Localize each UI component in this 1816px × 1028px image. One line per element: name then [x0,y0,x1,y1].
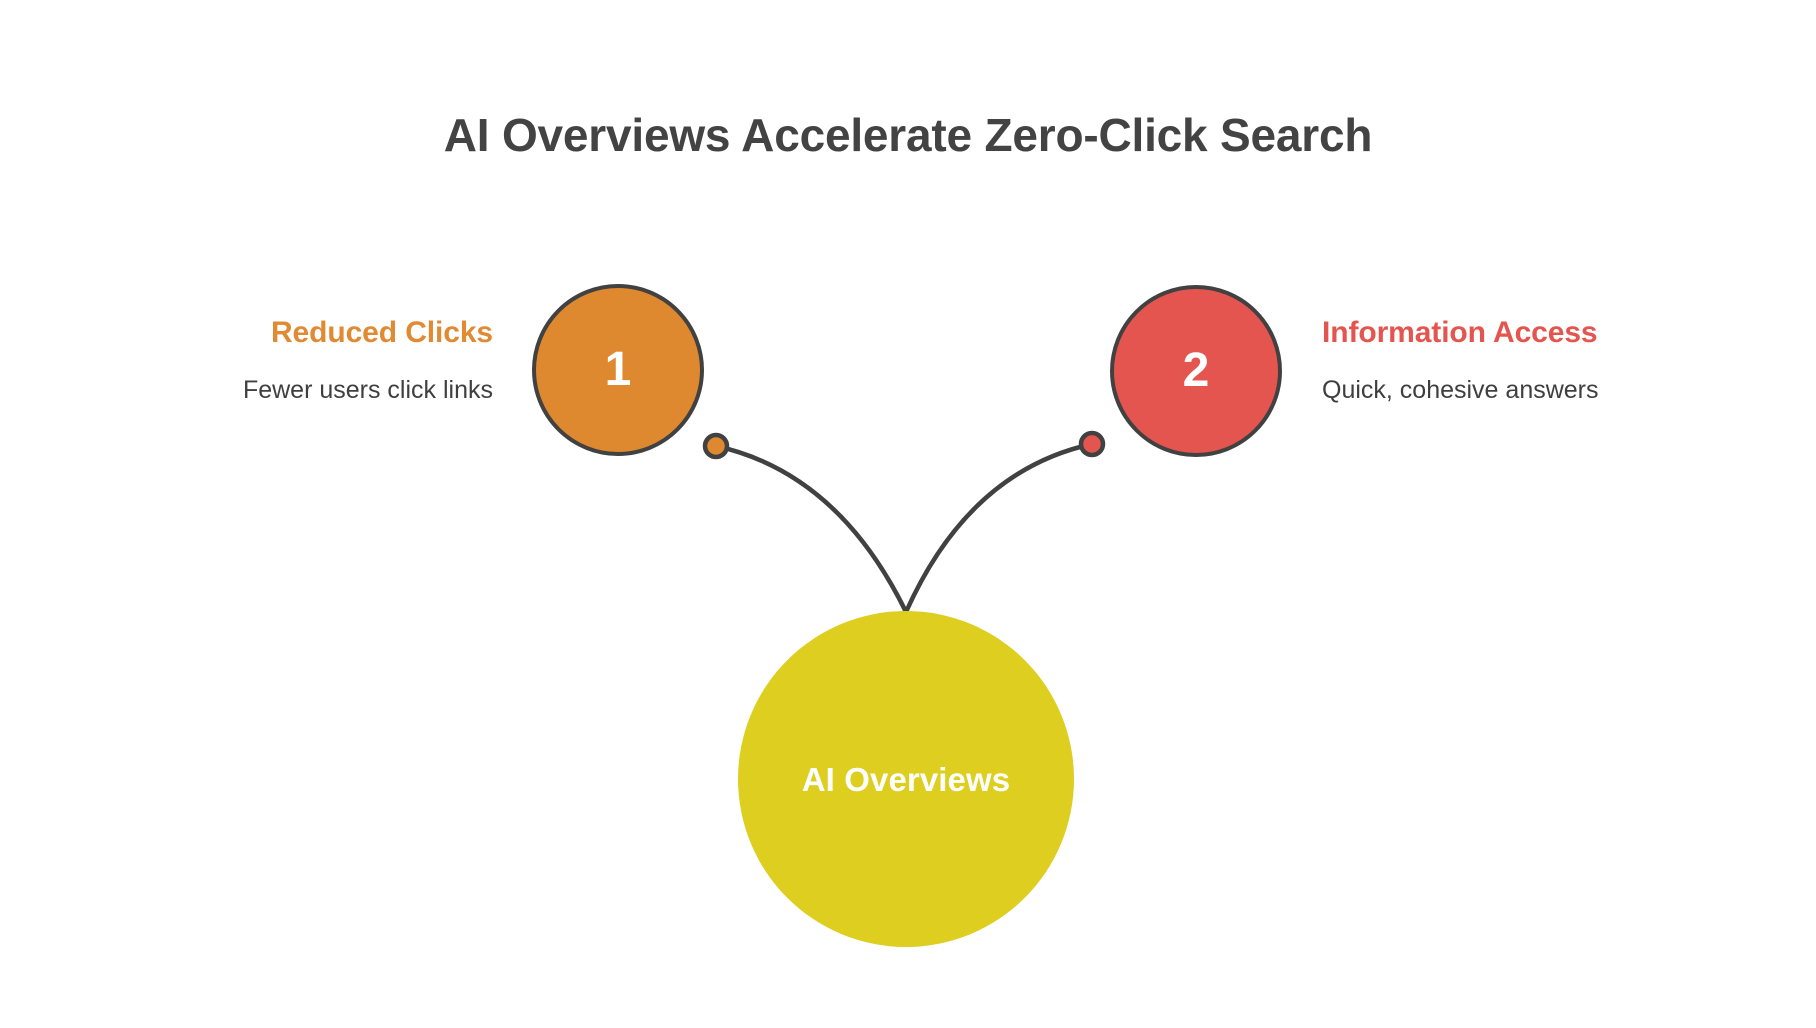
page-title: AI Overviews Accelerate Zero-Click Searc… [443,109,1373,161]
connector-branch-1-endpoint-dot [702,432,730,460]
branch-caption-2: Information Access Quick, cohesive answe… [1322,316,1742,405]
branch-caption-2-description: Quick, cohesive answers [1322,375,1599,404]
branch-node-1[interactable]: 1 [532,284,704,456]
branch-node-2-number: 2 [1182,344,1210,397]
branch-node-1-number: 1 [604,343,632,396]
connector-branch-1 [702,432,909,615]
branch-caption-1: Reduced Clicks Fewer users click links [73,316,493,405]
hub-node-label: AI Overviews [801,760,1011,798]
connector-branch-2-endpoint-dot [1078,430,1106,458]
hub-node[interactable]: AI Overviews [738,611,1074,947]
connector-branch-1-path [713,443,909,615]
branch-caption-1-title: Reduced Clicks [270,316,493,349]
branch-node-2[interactable]: 2 [1110,285,1282,457]
branch-caption-2-title: Information Access [1322,316,1598,349]
branch-caption-1-description: Fewer users click links [242,375,493,404]
connector-branch-2 [903,430,1106,615]
connector-branch-2-path [903,441,1095,615]
